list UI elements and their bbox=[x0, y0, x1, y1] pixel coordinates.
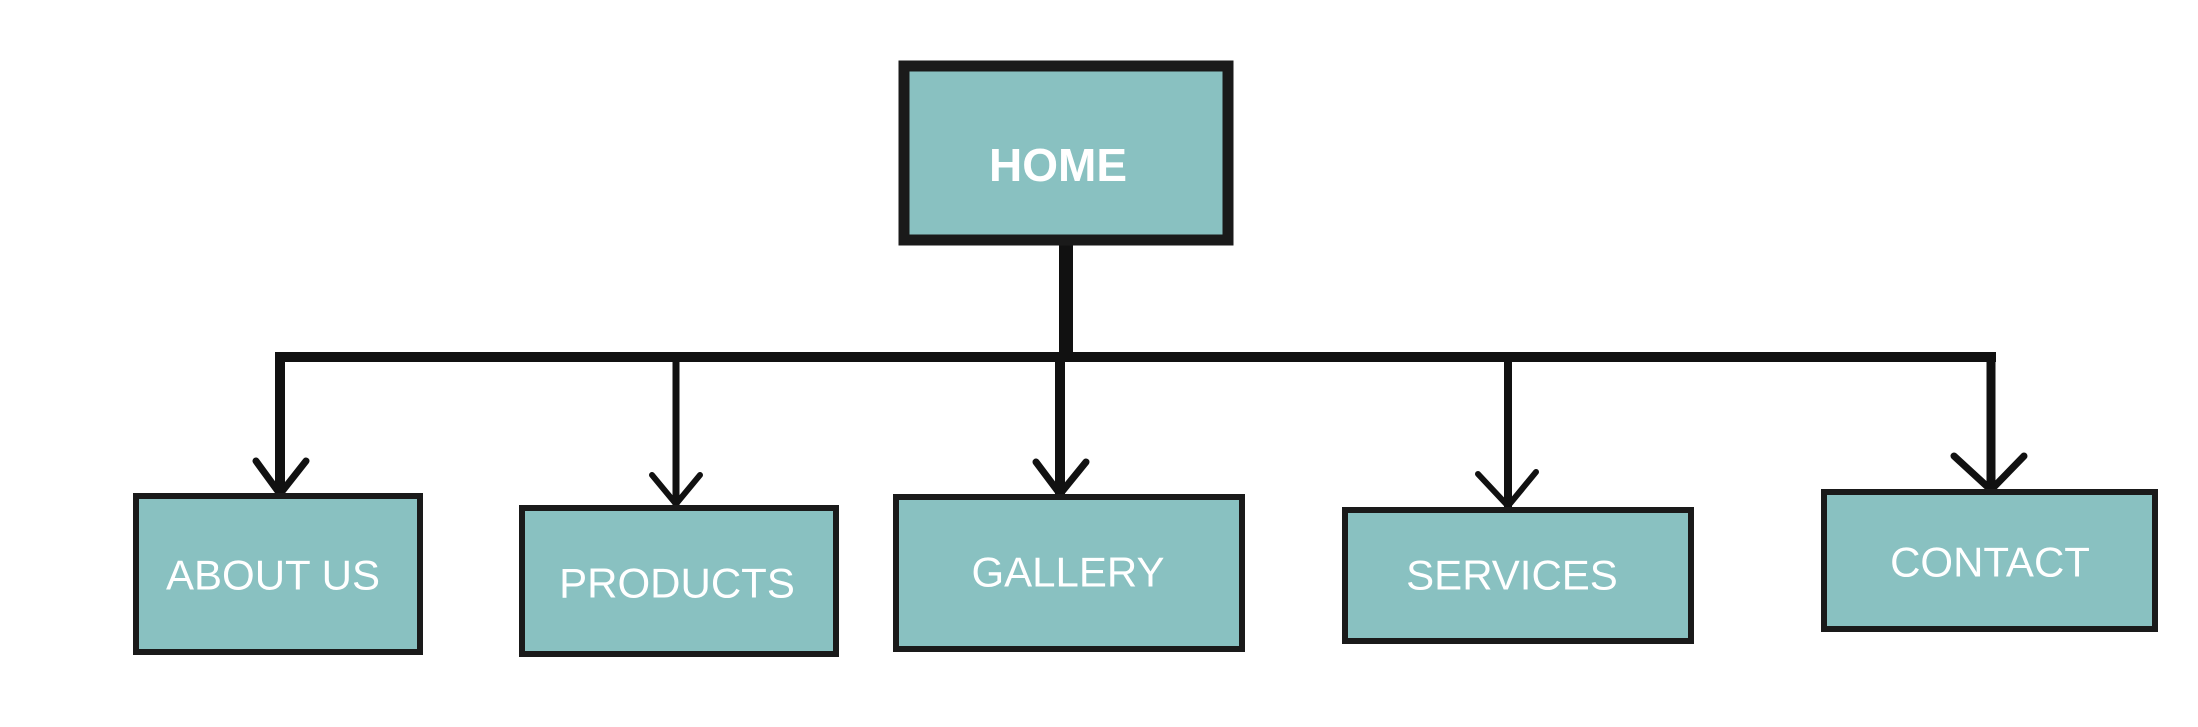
services-node: SERVICES bbox=[1342, 507, 1694, 644]
contact-node: CONTACT bbox=[1821, 489, 2158, 632]
about-us-node: ABOUT US bbox=[133, 493, 423, 655]
products-box bbox=[519, 505, 839, 657]
home-label: HOME bbox=[989, 139, 1127, 191]
services-box bbox=[1342, 507, 1694, 644]
gallery-label: GALLERY bbox=[972, 549, 1165, 596]
products-node: PRODUCTS bbox=[519, 505, 839, 657]
home-box bbox=[898, 60, 1234, 246]
contact-label: CONTACT bbox=[1890, 539, 2090, 586]
connectors bbox=[275, 233, 1996, 509]
home-node: HOME bbox=[898, 60, 1234, 246]
gallery-node: GALLERY bbox=[893, 494, 1245, 652]
products-label: PRODUCTS bbox=[559, 560, 795, 607]
contact-box bbox=[1821, 489, 2158, 632]
arrowhead-services bbox=[1475, 469, 1539, 509]
services-label: SERVICES bbox=[1406, 552, 1618, 599]
about-us-box bbox=[133, 493, 423, 655]
arrowhead-products bbox=[649, 472, 703, 507]
about-us-label: ABOUT US bbox=[166, 552, 380, 599]
gallery-box bbox=[893, 494, 1245, 652]
